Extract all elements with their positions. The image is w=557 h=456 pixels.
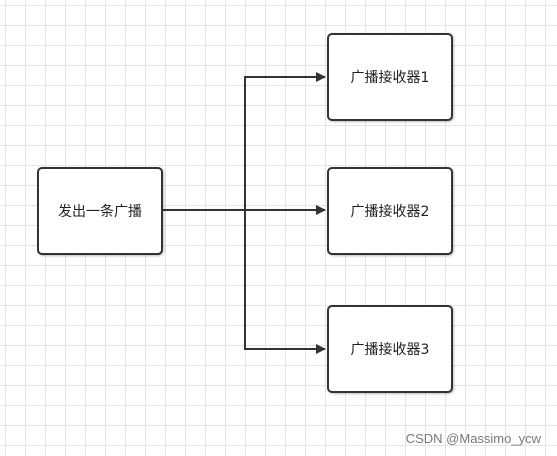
receiver-node-3[interactable]: 广播接收器3 [327, 305, 453, 393]
sender-node-label: 发出一条广播 [58, 204, 142, 220]
receiver-node-3-label: 广播接收器3 [350, 342, 430, 358]
receiver-node-2[interactable]: 广播接收器2 [327, 167, 453, 255]
watermark: CSDN @Massimo_ycw [405, 431, 541, 446]
edge-sender-to-receiver3 [163, 209, 326, 354]
receiver-node-2-label: 广播接收器2 [350, 204, 430, 220]
sender-node[interactable]: 发出一条广播 [37, 167, 163, 255]
receiver-node-1[interactable]: 广播接收器1 [327, 33, 453, 121]
edge-sender-to-receiver1 [163, 72, 326, 211]
receiver-node-1-label: 广播接收器1 [350, 70, 430, 86]
